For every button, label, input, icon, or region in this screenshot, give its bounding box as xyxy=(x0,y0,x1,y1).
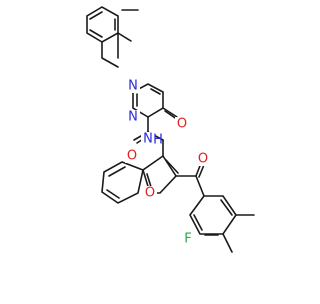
bond xyxy=(101,41,119,68)
bond xyxy=(136,88,161,107)
atom-n2: N xyxy=(128,110,138,125)
atom-labels: N N O O N H O O F xyxy=(125,79,210,247)
atom-o-furan: O xyxy=(145,186,155,201)
bond xyxy=(195,175,205,197)
bond xyxy=(117,32,132,42)
label-background xyxy=(126,79,140,93)
label-background xyxy=(175,117,189,131)
atom-n1: N xyxy=(128,79,138,94)
bond xyxy=(189,195,237,235)
label-background xyxy=(143,186,157,200)
molecule-canvas: N N O O N H O O F xyxy=(86,6,255,253)
label-background xyxy=(141,132,155,146)
bond xyxy=(89,11,116,38)
bonds xyxy=(86,6,255,253)
label-background xyxy=(196,152,210,166)
atom-fluorine: F xyxy=(184,232,191,247)
atom-o-keto: O xyxy=(177,117,187,132)
atom-h-amide: H xyxy=(153,133,163,148)
atom-n-amide: N xyxy=(143,132,153,147)
atom-o-benzoyl: O xyxy=(198,152,208,167)
bond xyxy=(165,159,179,174)
bond xyxy=(101,161,144,204)
label-background xyxy=(181,232,195,246)
bond xyxy=(193,199,233,236)
label-background xyxy=(126,110,140,124)
bond xyxy=(222,233,233,253)
molecule-structure: N N O O N H O O F xyxy=(86,6,255,253)
atom-o-amide: O xyxy=(127,149,137,164)
label-background xyxy=(125,149,139,163)
bond xyxy=(162,107,178,118)
